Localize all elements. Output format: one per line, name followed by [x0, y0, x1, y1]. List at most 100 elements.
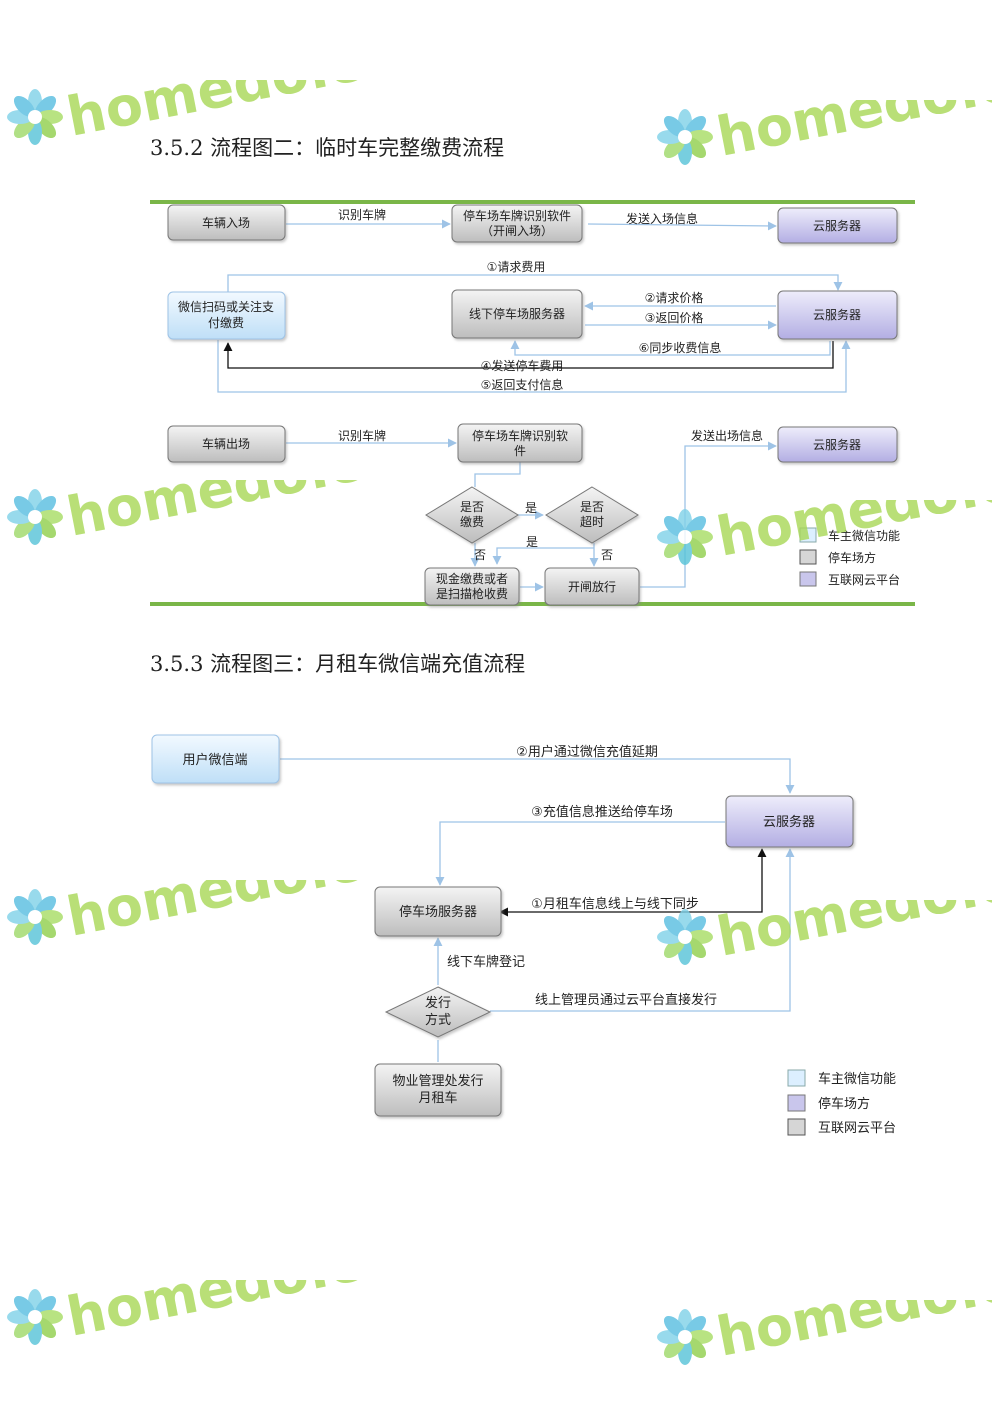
- parking-server-node: [374, 886, 502, 937]
- watermark: homedo.com: [657, 1300, 992, 1369]
- figure3-heading: 3.5.3 流程图三：月租车微信端充值流程: [150, 652, 526, 676]
- cloud-server-label-2: 云服务器: [813, 307, 861, 322]
- cloud-server-label: 云服务器: [763, 814, 815, 830]
- cash-payment-sublabel: 是扫描枪收费: [436, 586, 508, 601]
- flower-logo-icon: [657, 909, 713, 965]
- paid-decision: [425, 486, 519, 544]
- wechat-pay-sublabel: 付缴费: [208, 315, 244, 330]
- lpr-entry-sublabel: （开闸入场）: [481, 224, 553, 238]
- issue-method-decision: [384, 986, 492, 1038]
- legend3-cloud-label: 互联网云平台: [818, 1121, 896, 1136]
- offline-server-label: 线下停车场服务器: [469, 306, 565, 321]
- edge-recognize-entry: 识别车牌: [338, 207, 386, 222]
- watermark: homedo.com: [657, 500, 992, 569]
- edge-offline-register: 线下车牌登记: [447, 954, 525, 970]
- watermark: homedo.com河姆渡: [7, 80, 457, 149]
- flower-logo-icon: [657, 109, 713, 165]
- property-office-node: [374, 1063, 502, 1117]
- watermark: homedo.com河姆渡: [7, 880, 457, 949]
- issue-method-sublabel: 方式: [425, 1012, 451, 1028]
- legend3-wechat-label: 车主微信功能: [818, 1071, 896, 1087]
- figure3-legend: 车主微信功能 停车场方 互联网云平台: [787, 1069, 896, 1136]
- timeout-decision-sublabel: 超时: [580, 514, 604, 529]
- edge-no-2: 否: [601, 548, 613, 562]
- open-gate-node: [544, 567, 640, 606]
- watermark-brand: homedo.com: [62, 880, 457, 949]
- car-exit-label: 车辆出场: [202, 436, 250, 451]
- edge-send-entry-info: 发送入场信息: [626, 211, 698, 226]
- edge-no-1: 否: [474, 548, 486, 562]
- flower-logo-icon: [7, 489, 63, 545]
- watermark-brand: homedo.com: [712, 500, 992, 569]
- edge-yes-2: 是: [526, 535, 538, 549]
- cash-payment-label: 现金缴费或者: [436, 571, 508, 586]
- edge-request-fee: ①请求费用: [487, 260, 546, 274]
- watermark-brand: homedo.com: [712, 900, 992, 969]
- watermark-brand: homedo.com: [62, 80, 457, 149]
- watermark: homedo.com河姆渡: [7, 480, 457, 549]
- figure3-flowchart: 用户微信端 云服务器 停车场服务器 发行 方式 物业管理处发行 月租车 ②用户通…: [151, 734, 896, 1136]
- legend-cloud-label: 互联网云平台: [828, 572, 900, 587]
- flower-logo-icon: [657, 1309, 713, 1365]
- edge-request-price: ②请求价格: [645, 290, 704, 305]
- legend-wechat-label: 车主微信功能: [828, 528, 900, 543]
- wechat-pay-label: 微信扫码或关注支: [178, 299, 274, 314]
- watermark: homedo.com河姆渡: [7, 1280, 457, 1349]
- edge-recognize-exit: 识别车牌: [338, 428, 386, 443]
- property-office-sublabel: 月租车: [418, 1090, 457, 1106]
- watermark: homedo.com: [657, 900, 992, 969]
- wechat-pay-node: [167, 291, 286, 340]
- cloud-server-label-1: 云服务器: [813, 218, 861, 233]
- timeout-decision: [545, 486, 639, 544]
- figure2-flowchart: 车辆入场 停车场车牌识别软件 （开闸入场） 云服务器 微信扫码或关注支 付缴费 …: [150, 200, 915, 606]
- watermark-brand: homedo.com: [62, 480, 457, 549]
- figure2-heading: 3.5.2 流程图二：临时车完整缴费流程: [150, 136, 505, 160]
- edge-wechat-recharge: ②用户通过微信充值延期: [516, 744, 658, 760]
- lpr-exit-sublabel: 件: [514, 444, 526, 458]
- edge-return-payment: ⑤返回支付信息: [481, 377, 564, 392]
- edge-yes-1: 是: [525, 501, 537, 515]
- flower-logo-icon: [657, 509, 713, 565]
- flower-logo-icon: [7, 89, 63, 145]
- property-office-label: 物业管理处发行: [392, 1073, 483, 1089]
- paid-decision-sublabel: 缴费: [460, 514, 484, 529]
- legend3-parking-label: 停车场方: [818, 1096, 870, 1112]
- flower-logo-icon: [7, 1289, 63, 1345]
- lpr-exit-label: 停车场车牌识别软: [472, 428, 568, 443]
- edge-push-recharge: ③充值信息推送给停车场: [531, 804, 673, 820]
- cash-payment-node: [424, 567, 520, 606]
- edge-send-exit-info: 发送出场信息: [691, 428, 763, 443]
- lpr-exit-node: [457, 423, 583, 463]
- parking-server-label: 停车场服务器: [399, 904, 477, 920]
- watermark-brand: homedo.com: [712, 1300, 992, 1369]
- watermark-brand: homedo.com: [62, 1280, 457, 1349]
- figure2-legend: 车主微信功能 停车场方 互联网云平台: [799, 527, 900, 587]
- bottom-green-rule: [150, 602, 915, 606]
- car-exit-node: [167, 425, 286, 463]
- user-wechat-label: 用户微信端: [182, 752, 247, 768]
- top-green-rule: [150, 200, 915, 204]
- timeout-decision-label: 是否: [580, 500, 604, 514]
- edge-sync-fee: ⑥同步收费信息: [639, 340, 722, 355]
- car-entry-node: [167, 204, 286, 241]
- edge-monthly-sync: ①月租车信息线上与线下同步: [531, 896, 699, 912]
- issue-method-label: 发行: [425, 995, 451, 1011]
- cloud-server-node-3: [777, 426, 898, 463]
- cloud-server-node-1: [777, 207, 898, 244]
- edge-return-price: ③返回价格: [645, 310, 704, 325]
- open-gate-label: 开闸放行: [568, 579, 616, 594]
- cloud-server-node-2: [777, 290, 898, 340]
- lpr-entry-node: [451, 204, 583, 243]
- flower-logo-icon: [7, 889, 63, 945]
- watermark: homedo.com: [657, 100, 992, 169]
- watermark-brand: homedo.com: [712, 100, 992, 169]
- cloud-server-node: [725, 795, 854, 848]
- user-wechat-node: [151, 734, 280, 784]
- car-entry-label: 车辆入场: [202, 215, 250, 230]
- cloud-server-label-3: 云服务器: [813, 437, 861, 452]
- paid-decision-label: 是否: [460, 500, 484, 514]
- offline-parking-server-node: [451, 289, 583, 339]
- edge-online-issue: 线上管理员通过云平台直接发行: [535, 992, 717, 1008]
- edge-send-fee: ④发送停车费用: [481, 358, 564, 373]
- legend-parking-label: 停车场方: [828, 550, 876, 565]
